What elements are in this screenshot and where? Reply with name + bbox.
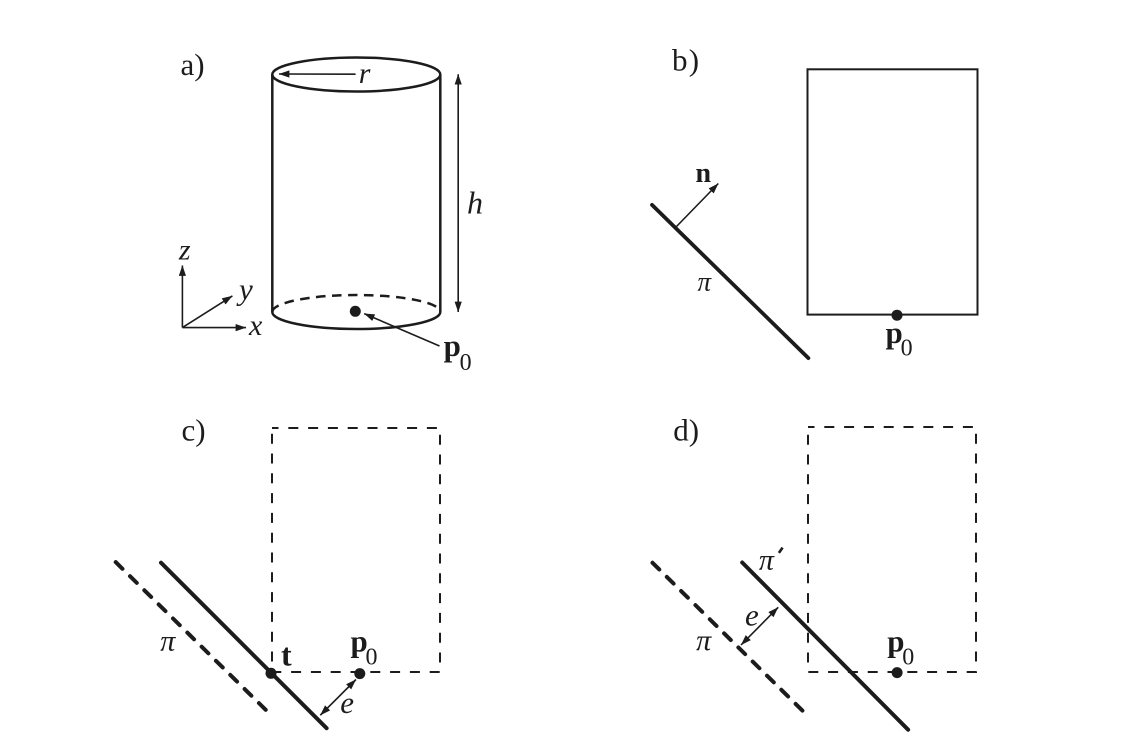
svg-text:π: π <box>696 624 712 657</box>
svg-text:π: π <box>759 543 775 576</box>
svg-text:t: t <box>281 637 292 673</box>
svg-text:b): b) <box>672 43 700 78</box>
svg-text:x: x <box>248 309 263 342</box>
svg-text:π: π <box>698 267 713 297</box>
svg-text:e: e <box>745 598 759 633</box>
svg-text:h: h <box>467 185 483 221</box>
svg-text:a): a) <box>181 47 205 82</box>
svg-text:y: y <box>236 271 253 306</box>
svg-text:p: p <box>886 315 903 350</box>
svg-text:0: 0 <box>901 336 913 362</box>
svg-text:z: z <box>178 234 191 267</box>
svg-text:p: p <box>444 328 461 363</box>
svg-text:e: e <box>340 685 354 720</box>
svg-text:p: p <box>887 623 904 658</box>
svg-text:c): c) <box>182 412 206 447</box>
svg-text:0: 0 <box>902 644 914 670</box>
svg-text:0: 0 <box>460 350 472 376</box>
svg-text:π: π <box>160 624 176 657</box>
svg-text:n: n <box>696 158 712 189</box>
svg-text:r: r <box>359 57 371 90</box>
svg-text:d): d) <box>673 412 699 447</box>
svg-text:0: 0 <box>366 645 378 671</box>
svg-text:p: p <box>351 624 368 659</box>
